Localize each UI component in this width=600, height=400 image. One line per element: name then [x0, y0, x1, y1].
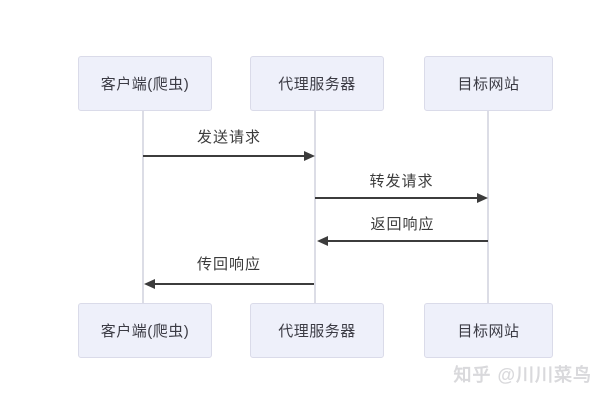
- actor-label-target: 目标网站: [457, 323, 520, 340]
- message-arrow-forward-request: [315, 193, 488, 203]
- actor-label-client: 客户端(爬虫): [100, 76, 190, 93]
- actor-box-target-bottom: 目标网站: [424, 303, 553, 358]
- message-label-return-response: 返回响应: [370, 216, 435, 233]
- message-label-pass-back-response: 传回响应: [196, 256, 261, 273]
- actor-label-target: 目标网站: [457, 76, 520, 93]
- actor-box-client-top: 客户端(爬虫): [78, 56, 212, 111]
- lifeline-proxy: [314, 111, 316, 303]
- actor-box-target-top: 目标网站: [424, 56, 553, 111]
- actor-box-proxy-bottom: 代理服务器: [250, 303, 384, 358]
- actor-box-proxy-top: 代理服务器: [250, 56, 384, 111]
- lifeline-target: [487, 111, 489, 303]
- message-label-send-request: 发送请求: [196, 129, 261, 146]
- message-arrow-pass-back-response: [144, 279, 314, 289]
- watermark-zhihu: 知乎 @川川菜鸟: [453, 365, 592, 385]
- actor-box-client-bottom: 客户端(爬虫): [78, 303, 212, 358]
- message-arrow-send-request: [143, 151, 315, 161]
- lifeline-client: [142, 111, 144, 303]
- message-arrow-return-response: [317, 236, 488, 246]
- actor-label-proxy: 代理服务器: [278, 76, 356, 93]
- actor-label-proxy: 代理服务器: [278, 323, 356, 340]
- actor-label-client: 客户端(爬虫): [100, 323, 190, 340]
- message-label-forward-request: 转发请求: [369, 173, 434, 190]
